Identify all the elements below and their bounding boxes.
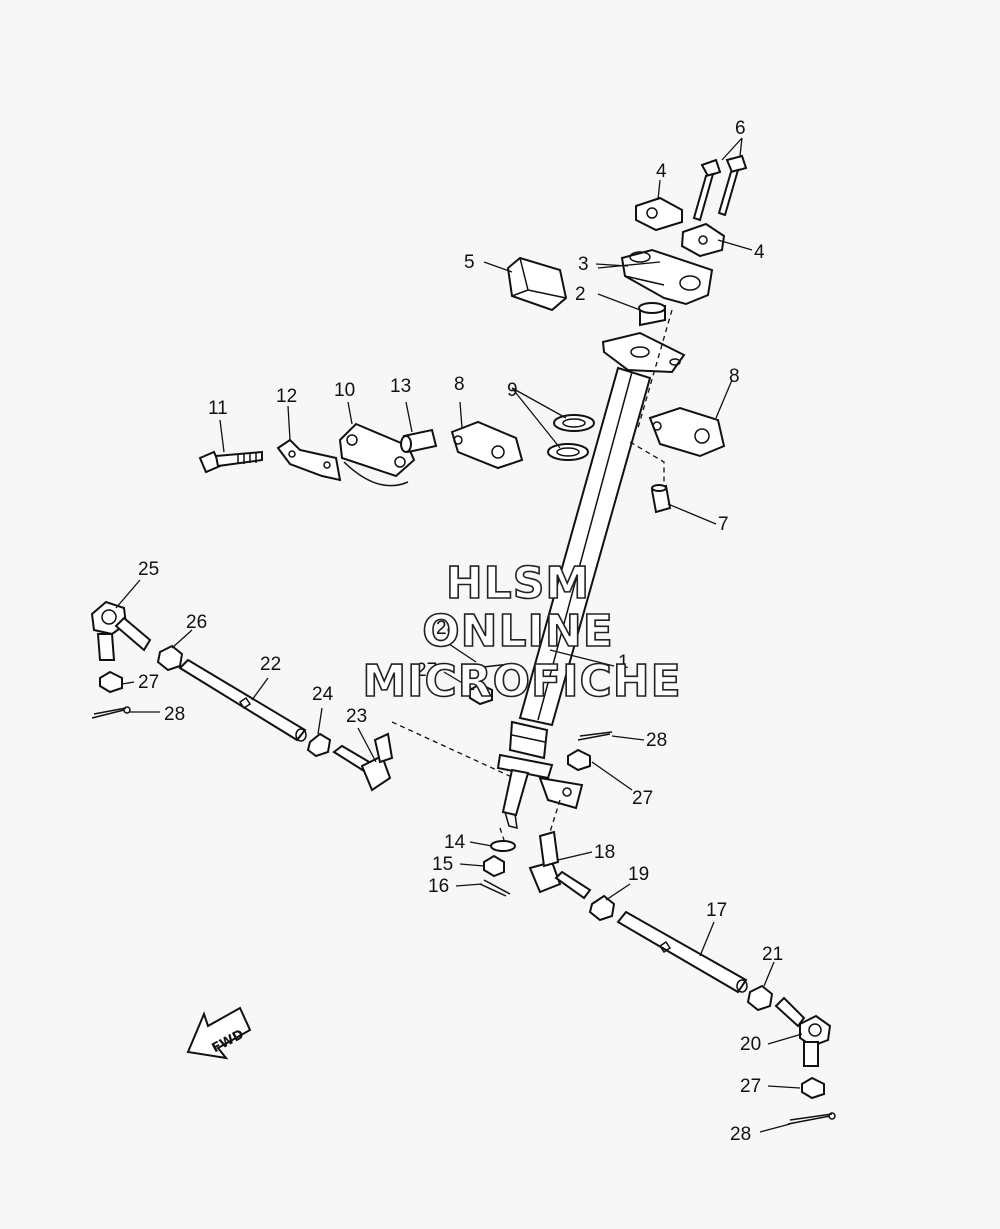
- callout-4-right: 4: [754, 242, 765, 263]
- callout-19: 19: [628, 864, 649, 885]
- callout-26: 26: [186, 612, 207, 633]
- callout-23: 23: [346, 706, 367, 727]
- nut-27-center[interactable]: [469, 682, 493, 706]
- nut-27-right-lower[interactable]: [801, 1076, 825, 1100]
- nut-15[interactable]: [483, 854, 505, 878]
- collar-13[interactable]: [400, 428, 438, 454]
- cotter-pin-16[interactable]: [479, 879, 511, 897]
- watermark-line-1: HLSM: [446, 558, 590, 609]
- tie-rod-end-20[interactable]: [774, 996, 832, 1067]
- bolt-11[interactable]: [198, 450, 263, 474]
- bolt-6-right[interactable]: [717, 154, 748, 217]
- callout-17: 17: [706, 900, 727, 921]
- callout-20: 20: [740, 1034, 761, 1055]
- callout-3: 3: [578, 254, 589, 275]
- callout-4-top: 4: [656, 161, 667, 182]
- cotter-pin-28-left[interactable]: [91, 706, 131, 719]
- callout-18: 18: [594, 842, 615, 863]
- callout-8-right: 8: [729, 366, 740, 387]
- tie-rod-end-25[interactable]: [90, 600, 152, 661]
- washer-14[interactable]: [490, 840, 516, 852]
- callout-12: 12: [276, 386, 297, 407]
- callout-28-center: 28: [436, 618, 457, 639]
- clamp-4-right[interactable]: [680, 222, 726, 258]
- cotter-pin-28-right-lower[interactable]: [787, 1112, 836, 1125]
- nut-27-right-upper[interactable]: [567, 748, 591, 772]
- tie-rod-22[interactable]: [178, 658, 307, 742]
- holder-8-left[interactable]: [450, 420, 524, 470]
- watermark-line-3: MICROFICHE: [362, 656, 681, 707]
- plate-12[interactable]: [276, 438, 342, 482]
- cotter-pin-28-center[interactable]: [473, 663, 511, 669]
- callout-22: 22: [260, 654, 281, 675]
- callout-16: 16: [428, 876, 449, 897]
- callout-8-left: 8: [454, 374, 465, 395]
- nut-27-left[interactable]: [99, 670, 123, 694]
- bolt-6-left[interactable]: [692, 158, 722, 222]
- callout-7: 7: [718, 514, 729, 535]
- bushing-2[interactable]: [638, 302, 666, 327]
- tie-rod-17[interactable]: [616, 910, 748, 994]
- nut-19[interactable]: [588, 894, 616, 922]
- tie-rod-end-18[interactable]: [528, 830, 592, 900]
- collar-7[interactable]: [650, 484, 672, 514]
- callout-28-left: 28: [164, 704, 185, 725]
- callout-10: 10: [334, 380, 355, 401]
- cotter-pin-28-right-upper[interactable]: [577, 731, 613, 741]
- callout-9: 9: [507, 380, 518, 401]
- nut-21[interactable]: [746, 984, 774, 1012]
- callout-11: 11: [208, 398, 228, 419]
- callout-15: 15: [432, 854, 453, 875]
- callout-27-right-upper: 27: [632, 788, 653, 809]
- callout-27-left: 27: [138, 672, 159, 693]
- tie-rod-end-23[interactable]: [332, 732, 394, 792]
- watermark-line-2: ONLINE: [422, 606, 614, 657]
- block-5[interactable]: [506, 256, 568, 312]
- callout-27-center: 27: [416, 660, 437, 681]
- steering-column[interactable]: [496, 331, 686, 829]
- callout-24: 24: [312, 684, 334, 705]
- leader-lines: [115, 137, 803, 1133]
- plate-10[interactable]: [338, 422, 416, 487]
- nut-26[interactable]: [156, 644, 184, 672]
- callouts: 1 2 3 4 4 5 6 7 8 8 9 10 11 12 13 14 15 …: [138, 118, 783, 1145]
- upper-bracket[interactable]: [620, 248, 714, 306]
- callout-27-right-lower: 27: [740, 1076, 761, 1097]
- callout-13: 13: [390, 376, 411, 397]
- callout-5: 5: [464, 252, 475, 273]
- watermark: HLSM ONLINE MICROFICHE: [362, 557, 682, 708]
- callout-6: 6: [735, 118, 746, 139]
- holder-8-right[interactable]: [648, 406, 726, 458]
- callout-2: 2: [575, 284, 586, 305]
- fwd-arrow-icon: FWD: [186, 1006, 252, 1060]
- callout-28-right-lower: 28: [730, 1124, 751, 1145]
- nut-24[interactable]: [306, 732, 332, 758]
- callout-25: 25: [138, 559, 159, 580]
- callout-21: 21: [762, 944, 783, 965]
- callout-1: 1: [618, 652, 629, 673]
- spring-washer-9[interactable]: [547, 414, 595, 461]
- callout-14: 14: [444, 832, 466, 853]
- clamp-4-left[interactable]: [635, 196, 683, 232]
- assembly-lines: [391, 309, 673, 841]
- callout-28-right-upper: 28: [646, 730, 667, 751]
